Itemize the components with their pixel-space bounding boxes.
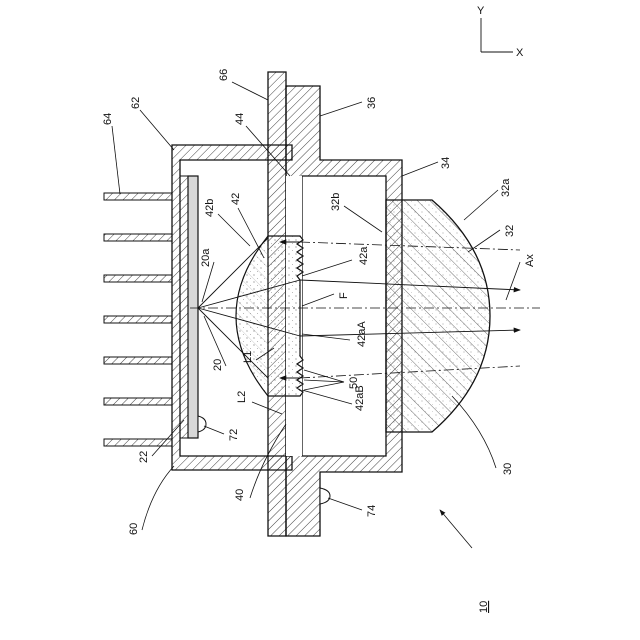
label-40: 40 bbox=[234, 489, 246, 501]
label-ax: Ax bbox=[524, 254, 536, 267]
x-axis-label: X bbox=[516, 47, 524, 59]
label-20: 20 bbox=[212, 359, 224, 371]
led-substrate bbox=[188, 176, 198, 438]
heat-sink-fins bbox=[104, 193, 172, 446]
label-20a: 20a bbox=[200, 248, 212, 267]
screw-74 bbox=[320, 488, 330, 504]
fin bbox=[104, 398, 172, 405]
label-l2: L2 bbox=[236, 391, 248, 403]
label-42aa: 42aA bbox=[356, 321, 368, 347]
projection-lens bbox=[386, 200, 490, 432]
label-f: F bbox=[338, 292, 350, 299]
label-66: 66 bbox=[218, 69, 230, 81]
label-32: 32 bbox=[504, 225, 516, 237]
label-72: 72 bbox=[228, 429, 240, 441]
base-plate bbox=[180, 176, 188, 438]
label-22: 22 bbox=[138, 451, 150, 463]
label-42a: 42a bbox=[358, 246, 370, 265]
label-32a: 32a bbox=[500, 178, 512, 197]
label-74: 74 bbox=[366, 505, 378, 517]
fin bbox=[104, 316, 172, 323]
label-64: 64 bbox=[102, 113, 114, 125]
label-l1: L1 bbox=[242, 351, 254, 363]
fin bbox=[104, 193, 172, 200]
label-42b: 42b bbox=[204, 199, 216, 217]
fin bbox=[104, 357, 172, 364]
device-label: 10 bbox=[478, 601, 490, 613]
label-34: 34 bbox=[440, 157, 452, 169]
lens-holder bbox=[286, 86, 402, 536]
label-42ab: 42aB bbox=[354, 385, 366, 411]
axes-indicator: Y X bbox=[477, 5, 524, 59]
label-32b: 32b bbox=[330, 193, 342, 211]
label-36: 36 bbox=[366, 97, 378, 109]
label-44: 44 bbox=[234, 113, 246, 125]
y-axis-label: Y bbox=[477, 5, 485, 17]
fin bbox=[104, 275, 172, 282]
label-60: 60 bbox=[128, 523, 140, 535]
label-62: 62 bbox=[130, 97, 142, 109]
screw-72 bbox=[198, 416, 206, 432]
label-42: 42 bbox=[230, 193, 242, 205]
fin bbox=[104, 234, 172, 241]
label-30: 30 bbox=[502, 463, 514, 475]
